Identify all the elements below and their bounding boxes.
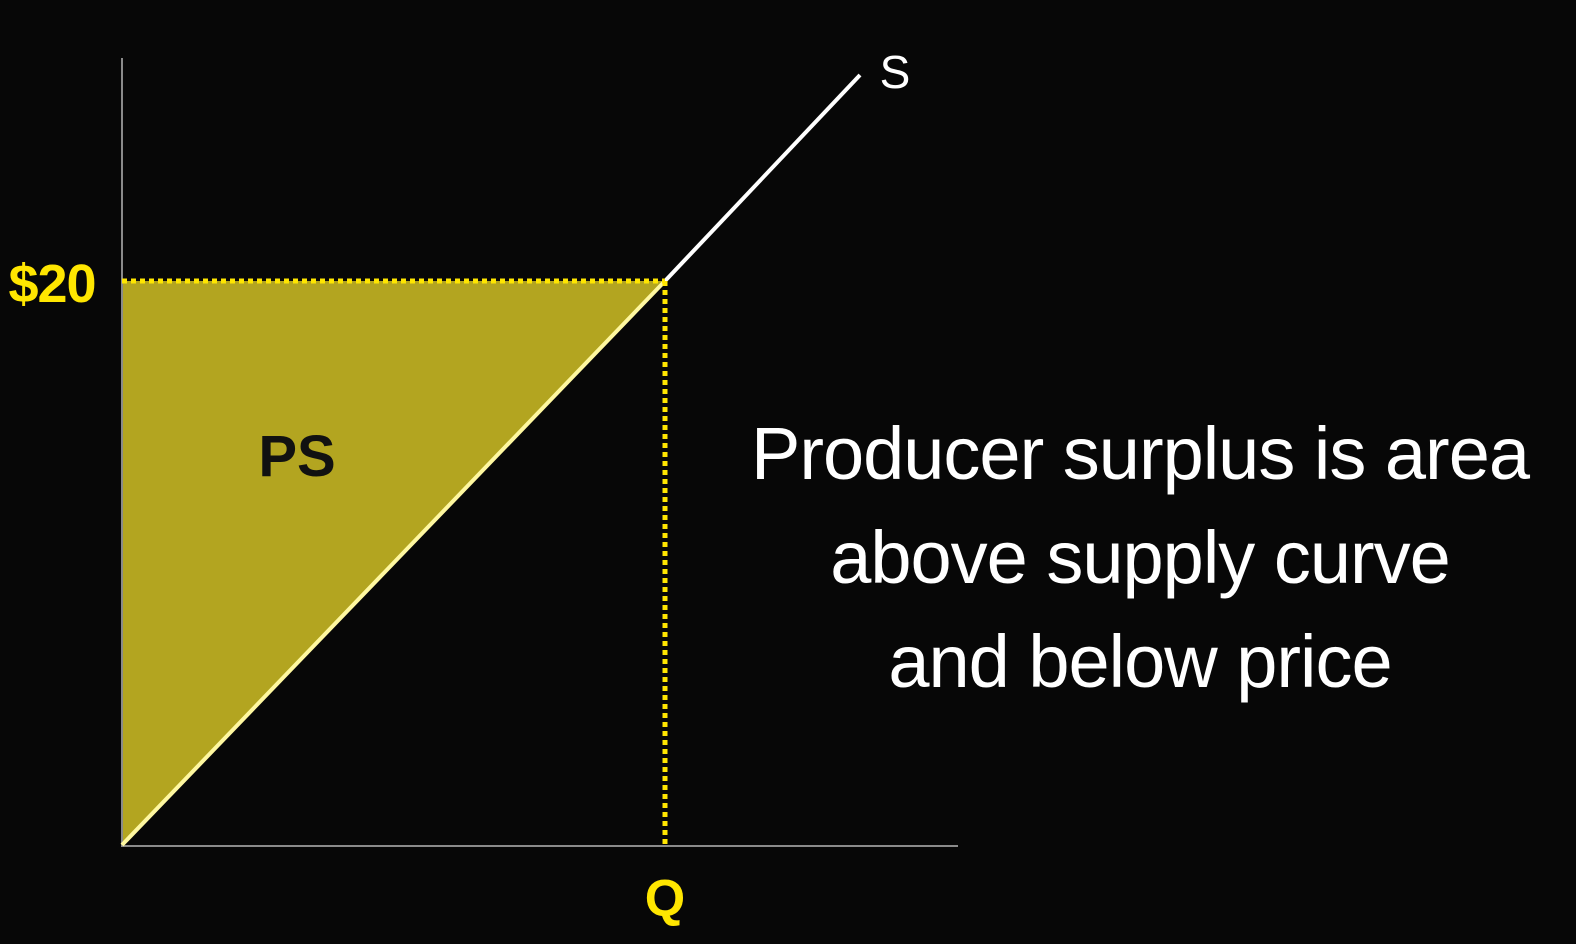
caption-line: and below price <box>888 620 1392 703</box>
caption-line: Producer surplus is area <box>750 412 1530 495</box>
caption-line: above supply curve <box>830 516 1451 599</box>
supply-curve-upper <box>663 73 862 283</box>
supply-label: S <box>880 46 911 98</box>
area-label: PS <box>258 424 335 489</box>
supply-curve-lower <box>120 279 667 847</box>
price-label: $20 <box>8 254 95 314</box>
quantity-label: Q <box>645 870 685 928</box>
caption: Producer surplus is area above supply cu… <box>700 402 1576 714</box>
